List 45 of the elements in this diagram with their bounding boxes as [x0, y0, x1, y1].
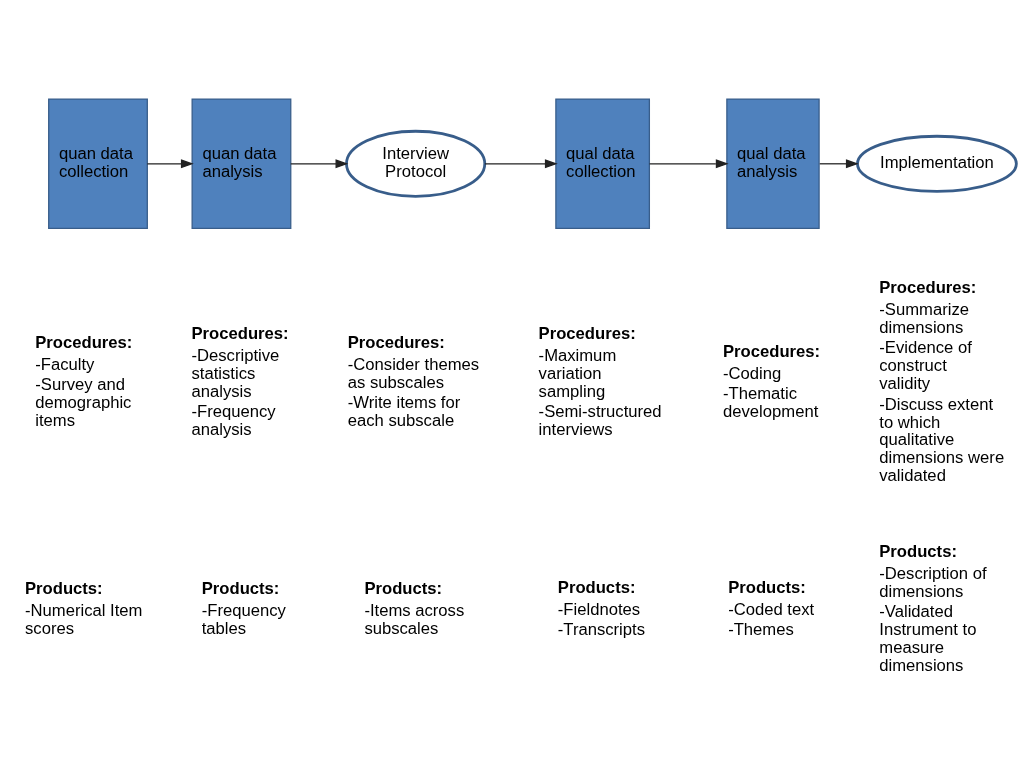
label: Procedures:: [538, 323, 636, 343]
label: -Numerical Item scores: [25, 600, 143, 638]
node-box: quan data collection: [48, 98, 148, 229]
label: -Coding: [723, 363, 782, 383]
label: -Coded text: [728, 599, 815, 619]
label: -Descriptive statistics analysis: [191, 345, 280, 401]
label: Products:: [201, 578, 280, 598]
label: -Discuss extent to which qualitative dimensions were validated: [879, 394, 1005, 485]
node-ellipse: Interview Protocol: [345, 129, 487, 198]
label: Products:: [728, 577, 806, 597]
arrow: [146, 158, 194, 168]
label: -Transcripts: [557, 619, 646, 639]
arrow: [484, 158, 558, 168]
label: -Survey and demographic items: [35, 374, 132, 430]
label: Products:: [557, 577, 636, 597]
label: -Consider themes as subscales: [347, 354, 480, 392]
label: -Validated Instrument to measure dimensions: [879, 601, 977, 675]
arrow: [819, 158, 859, 168]
label: -Write items for each subscale: [347, 392, 461, 430]
label: Products:: [879, 541, 957, 561]
node-box: qual data collection: [555, 98, 650, 229]
label: Products:: [25, 578, 103, 598]
arrow: [648, 158, 729, 168]
label: Procedures:: [191, 323, 289, 343]
label: Procedures:: [35, 332, 133, 352]
node-box: qual data analysis: [726, 98, 820, 229]
label: -Frequency analysis: [191, 401, 276, 439]
label: -Items across subscales: [364, 600, 465, 638]
label: -Themes: [728, 619, 794, 639]
label: -Faculty: [35, 354, 95, 374]
label: -Semi-structured interviews: [538, 401, 662, 439]
node-box: quan data analysis: [191, 98, 292, 229]
label: -Maximum variation sampling: [538, 345, 617, 401]
node-ellipse: Implementation: [856, 134, 1018, 193]
label: -Fieldnotes: [557, 599, 641, 619]
label: Products:: [364, 578, 443, 598]
label: -Evidence of construct validity: [879, 337, 972, 393]
label: -Summarize dimensions: [879, 299, 969, 337]
label: -Thematic development: [723, 383, 819, 421]
arrow: [290, 158, 349, 168]
label: Procedures:: [347, 332, 445, 352]
label: Procedures:: [723, 341, 821, 361]
label: -Frequency tables: [201, 600, 286, 638]
label: -Description of dimensions: [879, 563, 987, 601]
label: Procedures:: [879, 277, 977, 297]
